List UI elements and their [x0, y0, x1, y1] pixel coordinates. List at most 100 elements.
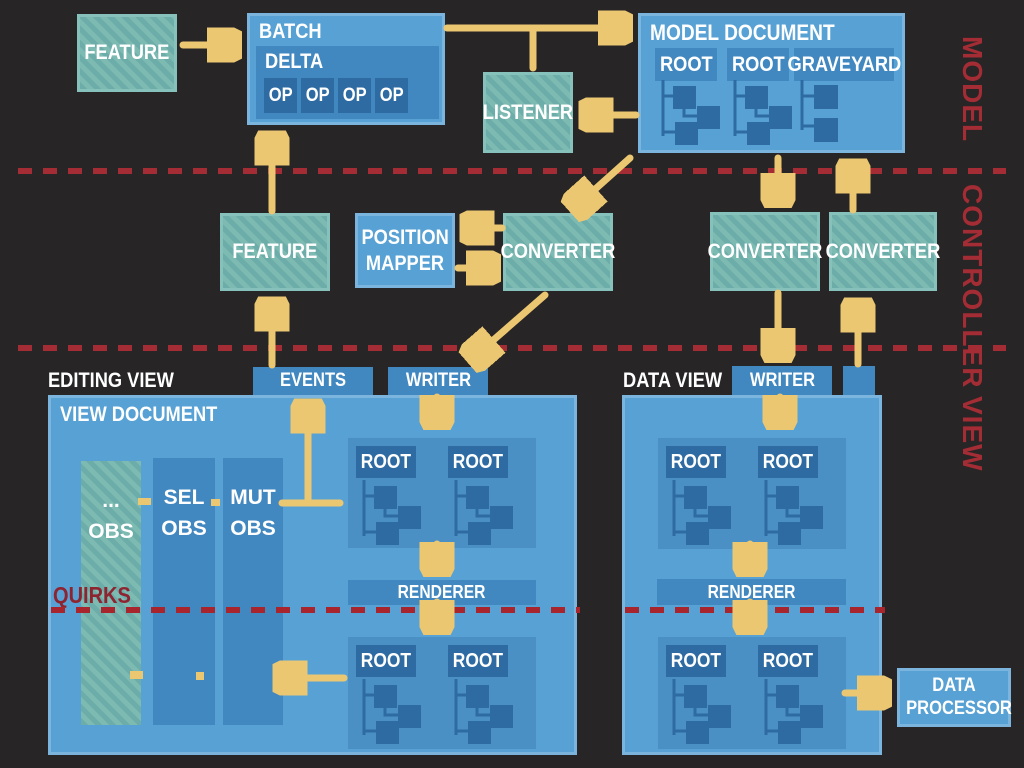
data-root-panel-bottom: ROOT ROOT: [658, 637, 846, 749]
converter-label: CONVERTER: [707, 239, 823, 263]
view-document-box: VIEW DOCUMENT ... OBS SEL OBS MUT OBS RO…: [48, 395, 580, 755]
view-root-tab: ROOT: [666, 645, 726, 677]
root-label: ROOT: [452, 450, 504, 473]
op-label: OP: [342, 84, 367, 106]
observer-label-line1: MUT: [230, 486, 276, 509]
position-mapper-box: POSITION MAPPER: [355, 213, 455, 288]
data-view-title-text: DATA VIEW: [623, 369, 723, 392]
op-label: OP: [305, 84, 330, 106]
converter-up-box: CONVERTER: [826, 212, 940, 291]
observer-label-line1: ...: [102, 489, 120, 512]
graveyard-label: GRAVEYARD: [787, 52, 901, 76]
converter-label: CONVERTER: [500, 240, 616, 263]
tree-diagram: [454, 480, 513, 545]
op-label: OP: [379, 84, 404, 106]
view-root-tab: ROOT: [356, 645, 416, 677]
data-processor-box: DATA PROCESSOR: [897, 668, 1012, 727]
root-label: ROOT: [360, 649, 412, 672]
root-label: ROOT: [452, 649, 504, 672]
data-root-panel-top: ROOT ROOT: [658, 438, 846, 549]
tree-diagram: [672, 480, 731, 545]
renderer-label: RENDERER: [398, 582, 486, 602]
writer-tab-label: WRITER: [405, 370, 471, 391]
converter-down-box: CONVERTER: [707, 212, 823, 291]
batch-box: BATCH DELTA OP OP OP OP: [247, 13, 445, 125]
root-label: ROOT: [670, 649, 722, 672]
model-feature-label: FEATURE: [84, 41, 170, 64]
quirks-label: QUIRKS: [53, 582, 131, 608]
controller-feature-label: FEATURE: [232, 240, 318, 263]
position-mapper-label: POSITION MAPPER: [361, 226, 449, 275]
model-document-box: MODEL DOCUMENT ROOT ROOT GRAVEYARD: [638, 13, 905, 153]
view-root-tab: ROOT: [666, 446, 726, 478]
tree-diagram: [362, 480, 421, 545]
view-root-tab: ROOT: [758, 446, 818, 478]
model-document-title: MODEL DOCUMENT: [650, 20, 835, 45]
model-root-tab: ROOT: [727, 48, 789, 81]
quirks-divider-data: [625, 607, 885, 613]
model-feature-box: FEATURE: [77, 14, 177, 92]
controller-layer-label: CONTROLLER: [957, 184, 988, 389]
observer-label-line2: OBS: [88, 520, 134, 543]
delta-label: DELTA: [265, 50, 324, 73]
data-view-title: DATA VIEW: [623, 369, 737, 393]
model-layer-label: MODEL: [957, 36, 988, 143]
root-label: ROOT: [762, 649, 814, 672]
root-label: ROOT: [762, 450, 814, 473]
events-tab: EVENTS: [253, 367, 373, 395]
data-view-box: ROOT ROOT RENDERER ROOT ROOT: [622, 395, 885, 755]
tree-diagram: [672, 679, 731, 744]
observer-label-line2: OBS: [230, 517, 276, 540]
editing-root-panel-bottom: ROOT ROOT: [348, 637, 536, 749]
root-label: ROOT: [659, 52, 713, 76]
tree-diagram: [661, 80, 720, 145]
controller-feature-box: FEATURE: [220, 213, 330, 291]
observer-column-sel: SEL OBS: [153, 458, 215, 725]
data-small-tab: [843, 366, 875, 395]
converter-label: CONVERTER: [825, 239, 941, 263]
arrow-model-document-to-converter-mid: [592, 154, 634, 192]
quirks-divider-editing: [51, 607, 580, 613]
data-writer-tab: WRITER: [732, 366, 832, 395]
model-root-tab: ROOT: [655, 48, 717, 81]
data-renderer-bar: RENDERER: [657, 579, 846, 605]
tree-diagram: [454, 679, 513, 744]
converter-mid-box: CONVERTER: [500, 213, 616, 291]
view-root-tab: ROOT: [758, 645, 818, 677]
editing-writer-tab: WRITER: [388, 367, 488, 395]
listener-label: LISTENER: [482, 100, 574, 124]
root-label: ROOT: [360, 450, 412, 473]
batch-label: BATCH: [259, 20, 322, 43]
listener-box: LISTENER: [483, 72, 573, 153]
controller-view-divider: [18, 345, 1006, 351]
view-root-tab: ROOT: [448, 446, 508, 478]
op-label: OP: [268, 84, 293, 106]
model-graveyard-tab: GRAVEYARD: [787, 48, 901, 81]
arrow-converter-to-editing-writer: [490, 291, 549, 343]
model-controller-divider: [18, 168, 1006, 174]
observer-column-other: ... OBS: [81, 461, 141, 725]
editing-view-title: EDITING VIEW: [48, 369, 193, 393]
view-root-tab: ROOT: [356, 446, 416, 478]
root-label: ROOT: [670, 450, 722, 473]
tree-diagram: [362, 679, 421, 744]
observer-column-mut: MUT OBS: [223, 458, 283, 725]
writer-tab-label: WRITER: [749, 369, 815, 391]
tree-diagram-graveyard: [800, 80, 838, 142]
editing-renderer-bar: RENDERER: [348, 580, 536, 605]
editing-root-panel-top: ROOT ROOT: [348, 438, 536, 548]
tree-diagram: [733, 80, 792, 145]
events-tab-label: EVENTS: [279, 370, 347, 391]
observer-label-line2: OBS: [161, 517, 207, 540]
view-root-tab: ROOT: [448, 645, 508, 677]
observer-label-line1: SEL: [163, 486, 205, 509]
editing-view-title-text: EDITING VIEW: [48, 369, 174, 392]
view-layer-label: VIEW: [957, 396, 988, 472]
op-box: OP: [264, 78, 297, 113]
tree-diagram: [764, 679, 823, 744]
renderer-label: RENDERER: [707, 581, 796, 602]
tree-diagram: [764, 480, 823, 545]
op-box: OP: [375, 78, 408, 113]
delta-box: DELTA OP OP OP OP: [256, 46, 439, 119]
